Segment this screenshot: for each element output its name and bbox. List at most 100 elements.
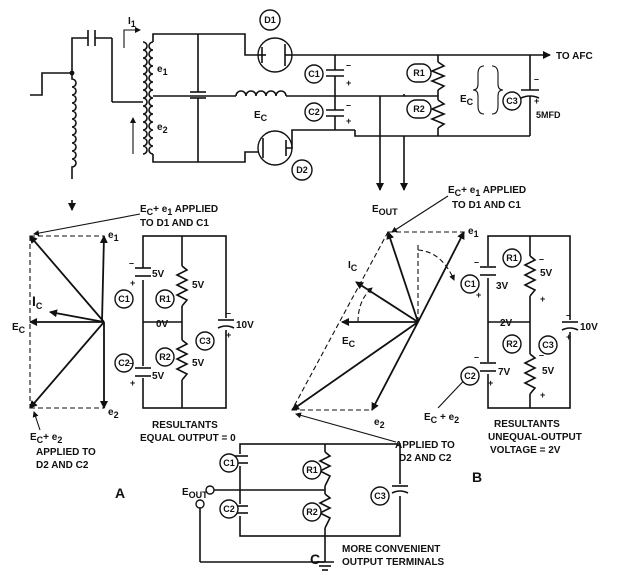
- r2-tag: [406, 99, 432, 119]
- b-ic-vector: [355, 281, 419, 323]
- panel-b-letter: B: [472, 469, 482, 485]
- a-c2-tag-label: C2: [118, 358, 130, 368]
- b-rotation-arc: [417, 249, 455, 281]
- choke-label: EC: [254, 110, 268, 123]
- a-r2-tag-label: R2: [159, 352, 171, 362]
- b-r2-tag-label: R2: [506, 339, 518, 349]
- b-c1-tag: [460, 274, 480, 294]
- r1-resistor: [429, 61, 447, 91]
- secondary-winding-right: [148, 41, 154, 155]
- d2-output-lead: [286, 129, 355, 149]
- a-r1-tag-label: R1: [159, 294, 171, 304]
- c1-plus: +: [346, 78, 351, 88]
- a-v-c1: 5V: [152, 269, 165, 280]
- a-v-c3: 10V: [236, 320, 254, 331]
- a-c2-gap: [136, 366, 150, 378]
- a-c3-tag-label: C3: [199, 336, 211, 346]
- b-c2-tag-label: C2: [464, 371, 476, 381]
- a-c3-minus: –: [226, 308, 231, 318]
- d1-tag-label: D1: [264, 15, 276, 25]
- r2-tag-label: R2: [413, 104, 425, 114]
- c-note-2: OUTPUT TERMINALS: [342, 557, 445, 568]
- a-r2-resistor: [175, 339, 189, 381]
- b-dash-left: [291, 231, 389, 411]
- b-phase-arc: [357, 287, 373, 323]
- eout-label: EOUT: [372, 204, 398, 217]
- secondary-top-lead: [152, 33, 258, 56]
- a-c2-tag: [114, 353, 134, 373]
- a-ec-label: EC: [12, 322, 26, 335]
- b-r2-resistor: [523, 353, 537, 395]
- a-ic-label: IC: [32, 293, 43, 311]
- panel-b-bottom-note-1: EC + e2: [424, 412, 459, 425]
- ec-bracket-right: [491, 65, 504, 115]
- c-c3-tag-label: C3: [374, 491, 386, 501]
- a-v-mid: 0V: [156, 319, 169, 330]
- b-e2-label: e2: [374, 417, 385, 430]
- a-c2-minus: –: [129, 358, 134, 368]
- b-c3-tag-label: C3: [542, 340, 554, 350]
- a-c3-plus: +: [226, 330, 231, 340]
- c2-minus: –: [346, 100, 351, 110]
- a-e1-vector: [99, 235, 108, 323]
- c-c3-gap: [393, 484, 407, 496]
- panel-b-top-note-1: EC+ e1 APPLIED: [448, 185, 526, 198]
- i1-label: I1: [128, 16, 136, 29]
- c-r2-resistor: [318, 493, 332, 529]
- rf-choke: [235, 90, 287, 97]
- a-c1-plus: +: [130, 278, 135, 288]
- b-r2-minus: –: [539, 350, 544, 360]
- b-c3-plate-b: [561, 327, 579, 331]
- panel-a: EC+ e1 APPLIED TO D1 AND C1 e1 e2 IC EC …: [12, 204, 254, 501]
- ec-right-label: EC: [460, 94, 474, 107]
- b-r1-plus: +: [540, 294, 545, 304]
- to-afc-label: TO AFC: [556, 51, 593, 62]
- a-e1-label: e1: [108, 230, 119, 243]
- b-v-c1: 3V: [496, 281, 509, 292]
- e2-label: e2: [157, 122, 168, 135]
- b-ic-label: IC: [348, 260, 358, 273]
- c-r1-resistor: [318, 451, 332, 487]
- a-r1-resistor: [175, 265, 189, 307]
- b-ec-e2-vector: [291, 321, 419, 411]
- c-out-terminal-bottom: [195, 499, 205, 509]
- c3-minus: –: [534, 74, 539, 84]
- panel-b-bottom-note-3: D2 AND C2: [399, 453, 452, 464]
- secondary-winding-left: [142, 41, 148, 155]
- input-coil: [71, 75, 77, 179]
- a-result-2: EQUAL OUTPUT = 0: [140, 433, 236, 444]
- c-c2-tag: [219, 499, 239, 519]
- b-e1-label: e1: [468, 226, 479, 239]
- b-c2-plus: +: [488, 378, 493, 388]
- secondary-bottom-lead: [152, 151, 258, 163]
- b-v-c2: 7V: [498, 367, 511, 378]
- r1-tag-label: R1: [413, 68, 425, 78]
- c2-plus: +: [346, 116, 351, 126]
- c-note-1: MORE CONVENIENT: [342, 544, 440, 555]
- panel-a-top-note-1: EC+ e1 APPLIED: [140, 204, 218, 217]
- panel-c-letter: C: [310, 551, 320, 567]
- b-result-3: VOLTAGE = 2V: [490, 445, 561, 456]
- a-v-c2: 5V: [152, 371, 165, 382]
- b-v-r1: 5V: [540, 268, 553, 279]
- a-result-1: RESULTANTS: [152, 420, 218, 431]
- a-c1-minus: –: [129, 258, 134, 268]
- d2-tag-label: D2: [296, 165, 308, 175]
- panel-a-bottom-note-2: APPLIED TO: [36, 447, 96, 458]
- r1-tag: [406, 63, 432, 83]
- a-c1-tag-label: C1: [118, 294, 130, 304]
- panel-b-bottom-note-2: APPLIED TO: [395, 440, 455, 451]
- input-lead-top: [71, 37, 88, 73]
- bottom-bus: [354, 130, 530, 137]
- c-eout-label: EOUT: [182, 487, 208, 500]
- b-e2-vector: [371, 321, 419, 411]
- c2-tag-label: C2: [308, 107, 320, 117]
- a-r2-tag: [155, 347, 175, 367]
- b-r2-tag: [502, 334, 522, 354]
- b-c1-plus: +: [476, 290, 481, 300]
- panel-a-bottom-leader: [32, 411, 41, 431]
- i1-arrow: [123, 27, 141, 48]
- a-ec-e2-vector: [29, 321, 105, 409]
